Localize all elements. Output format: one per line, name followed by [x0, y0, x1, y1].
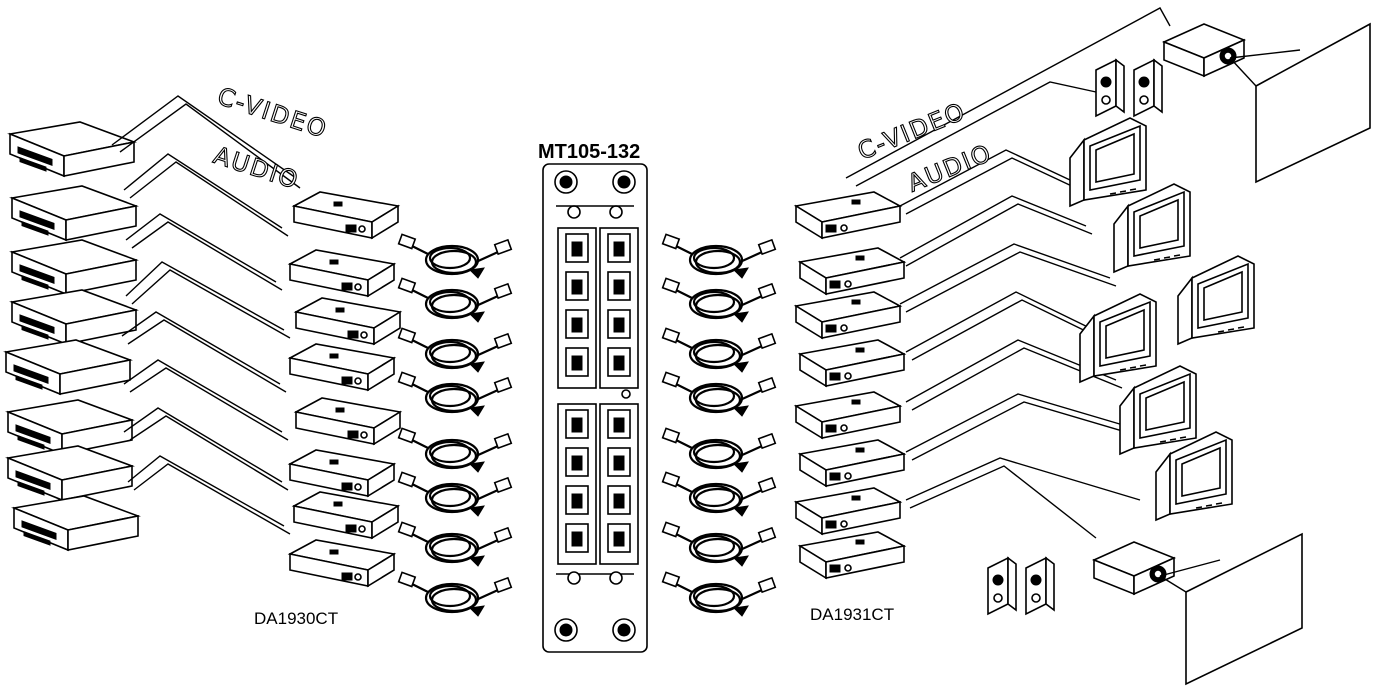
crt-monitor-icon	[1156, 432, 1232, 520]
left-receivers	[290, 192, 400, 586]
panel-title: MT105-132	[538, 141, 640, 163]
video-deck-icon	[12, 186, 136, 240]
projection-screen-icon	[1256, 24, 1370, 182]
cat5-cable-coil-icon	[663, 234, 776, 278]
da-unit-icon	[800, 532, 904, 578]
da-unit-icon	[796, 488, 900, 534]
projector-top	[1164, 24, 1370, 182]
da-unit-icon	[800, 340, 904, 386]
right-receivers	[796, 192, 904, 578]
cat5-cable-coil-icon	[399, 572, 512, 616]
crt-monitor-icon	[1120, 366, 1196, 454]
video-deck-icon	[12, 290, 136, 344]
speaker-pair-bottom	[988, 558, 1054, 614]
cat5-cable-coil-icon	[399, 278, 512, 322]
da-unit-icon	[294, 192, 398, 238]
cat5-cable-coil-icon	[663, 372, 776, 416]
speaker-pair-icon	[1096, 60, 1162, 116]
crt-monitor-icon	[1080, 294, 1156, 382]
cat5-cable-coil-icon	[663, 572, 776, 616]
projector-icon	[1094, 542, 1174, 594]
video-deck-icon	[6, 340, 130, 394]
cat5-cable-coil-icon	[399, 428, 512, 472]
projection-screen-icon	[1186, 534, 1302, 684]
video-deck-icon	[14, 496, 138, 550]
da-unit-icon	[796, 192, 900, 238]
video-deck-icon	[10, 122, 134, 176]
da-unit-icon	[796, 292, 900, 338]
cat5-cable-coil-icon	[399, 372, 512, 416]
c-video-label-left: C-VIDEO	[214, 82, 331, 144]
da-unit-icon	[290, 540, 394, 586]
audio-label-right: AUDIO	[904, 138, 996, 197]
cat5-cable-coil-icon	[399, 234, 512, 278]
cat5-cable-coil-icon	[663, 428, 776, 472]
cat5-cable-coil-icon	[399, 472, 512, 516]
da-unit-icon	[296, 298, 400, 344]
crt-monitor-icon	[1178, 256, 1254, 344]
audio-label-left: AUDIO	[210, 141, 303, 195]
right-cables	[663, 234, 776, 616]
da-unit-icon	[290, 250, 394, 296]
cat5-cable-coil-icon	[399, 328, 512, 372]
cat5-cable-coil-icon	[663, 328, 776, 372]
right-model-label: DA1931CT	[810, 605, 894, 624]
crt-monitor-icon	[1070, 118, 1146, 206]
da-unit-icon	[294, 492, 398, 538]
crt-monitor-icon	[1114, 184, 1190, 272]
da-unit-icon	[800, 440, 904, 486]
speaker-pair-icon	[988, 558, 1054, 614]
cat5-cable-coil-icon	[663, 472, 776, 516]
left-cables	[399, 234, 512, 616]
da-unit-icon	[296, 398, 400, 444]
projector-bottom	[1094, 534, 1302, 684]
da-unit-icon	[796, 392, 900, 438]
mt105-132-panel	[543, 164, 647, 652]
source-devices	[6, 122, 138, 550]
cat5-cable-coil-icon	[663, 278, 776, 322]
da-unit-icon	[290, 450, 394, 496]
monitors	[1070, 118, 1254, 520]
cat5-cable-coil-icon	[663, 522, 776, 566]
da-unit-icon	[800, 248, 904, 294]
speaker-pair-top	[1096, 60, 1162, 116]
left-model-label: DA1930CT	[254, 609, 338, 628]
da-unit-icon	[290, 344, 394, 390]
video-deck-icon	[8, 400, 132, 454]
cat5-cable-coil-icon	[399, 522, 512, 566]
video-deck-icon	[8, 446, 132, 500]
video-deck-icon	[12, 240, 136, 294]
projector-icon	[1164, 24, 1244, 76]
